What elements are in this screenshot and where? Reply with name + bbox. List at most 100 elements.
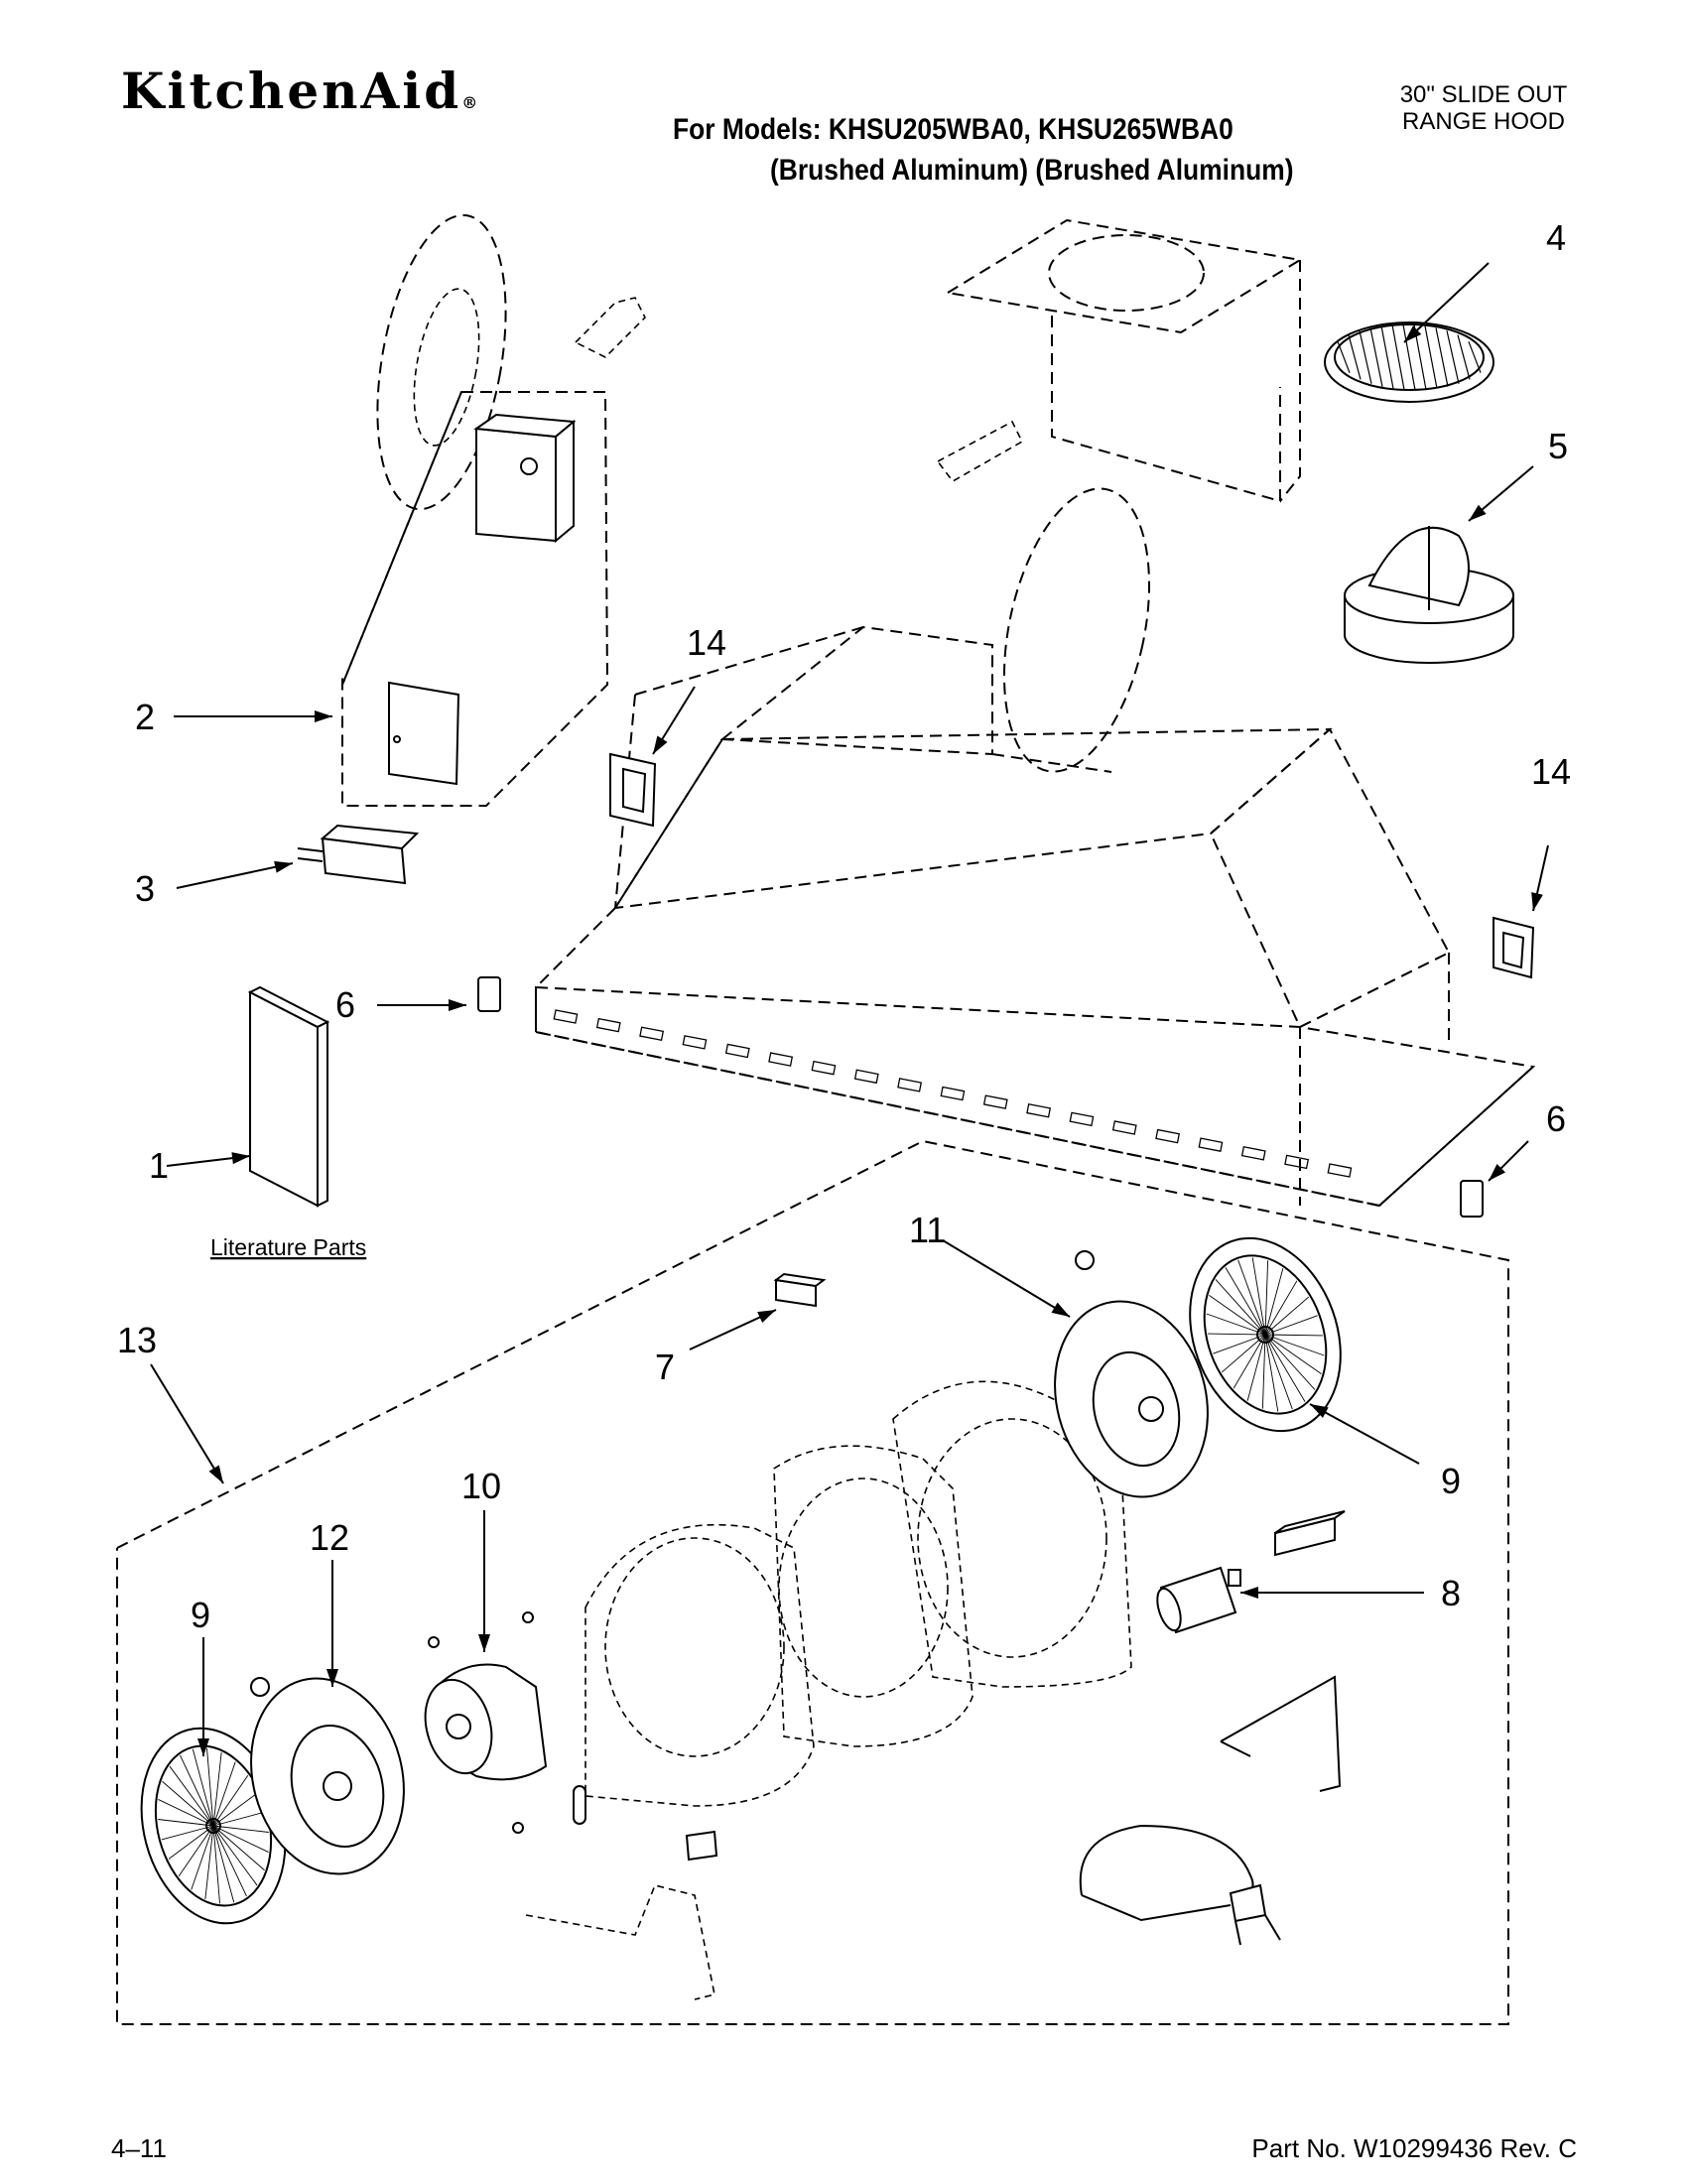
vent-slot [1327, 1163, 1353, 1178]
grille-spoke [168, 1825, 214, 1860]
screw-3 [512, 1822, 524, 1834]
grille-spoke [1264, 1334, 1323, 1337]
switch-right [1493, 916, 1535, 979]
arrowhead [1240, 1587, 1258, 1599]
vent-slot [1069, 1111, 1095, 1127]
grille-spoke [1246, 1334, 1266, 1401]
callout-2: 2 [135, 697, 155, 737]
vent-slot [553, 1009, 579, 1024]
screw-2 [522, 1611, 534, 1623]
arrowhead [1531, 892, 1543, 911]
arrowhead [1489, 1164, 1505, 1181]
vent-slot [982, 1094, 1008, 1109]
leader-lines [150, 262, 1549, 1756]
grille-bar [1424, 325, 1438, 389]
arrowheads [197, 325, 1543, 1756]
grille-spoke [169, 1765, 214, 1827]
grille-spoke [204, 1825, 214, 1899]
grille-spoke [1233, 1334, 1266, 1389]
hood-body [535, 218, 1536, 1208]
grille-spoke [212, 1825, 247, 1897]
grille-spoke [212, 1825, 220, 1904]
grille-spoke [1215, 1279, 1266, 1336]
models-line: For Models: KHSU205WBA0, KHSU265WBA0 [673, 113, 1234, 146]
callout-10: 10 [461, 1466, 501, 1506]
callout-9-left: 9 [191, 1595, 210, 1635]
screw-1 [428, 1636, 440, 1648]
grille-spoke [212, 1792, 259, 1827]
grille-spoke [178, 1825, 214, 1876]
clip-right [1460, 1180, 1484, 1218]
transformer [297, 824, 420, 885]
grille-spoke [191, 1825, 214, 1890]
grille-spoke [212, 1825, 258, 1886]
literature-booklet [247, 985, 330, 1208]
vent-slot [724, 1043, 750, 1059]
arrowhead [315, 710, 332, 722]
arrowhead [197, 1738, 209, 1756]
callout-11: 11 [909, 1210, 946, 1250]
nut-right [1075, 1250, 1095, 1270]
power-cord [1079, 1824, 1281, 1946]
finish-line: (Brushed Aluminum) (Brushed Aluminum) [770, 154, 1294, 187]
grille-spoke [1264, 1334, 1306, 1402]
grille-spoke [158, 1819, 214, 1827]
grille-bar [1369, 327, 1383, 387]
grille [1324, 321, 1494, 403]
blower-wheel-right [1054, 1300, 1209, 1498]
switch-left [609, 752, 657, 828]
blower-wheel-left [250, 1677, 405, 1875]
grille-spoke [212, 1825, 269, 1853]
arrowhead [1469, 504, 1487, 521]
arrowhead [449, 999, 466, 1011]
grille-spoke [1264, 1315, 1318, 1336]
arrowhead [478, 1634, 490, 1652]
grille-spoke [1225, 1267, 1266, 1336]
blower-grille-right [1189, 1236, 1342, 1433]
grille-spoke [1264, 1334, 1316, 1390]
grille-bar [1348, 334, 1362, 380]
grille-spoke [1264, 1280, 1298, 1336]
grille-spoke [1209, 1295, 1266, 1336]
vent-slot [1026, 1102, 1052, 1118]
arrowhead [1310, 1404, 1329, 1418]
vent-slot [940, 1086, 966, 1101]
callout-4: 4 [1546, 217, 1566, 258]
grille-spoke [1264, 1260, 1269, 1336]
arrowhead [1404, 325, 1422, 342]
blower-housings [584, 1380, 1132, 1807]
callout-8: 8 [1441, 1573, 1461, 1613]
callout-14-left: 14 [687, 622, 726, 663]
terminal-block [1274, 1510, 1346, 1557]
grille-bar [1446, 330, 1460, 384]
grille-spoke [192, 1748, 214, 1827]
vent-slot [897, 1078, 923, 1092]
blower-grille-left [140, 1727, 287, 1925]
mounting-bracket-top [575, 297, 1024, 483]
grille-spoke [212, 1825, 235, 1903]
arrowhead [274, 860, 293, 873]
grille-spoke [212, 1825, 269, 1833]
callout-1: 1 [149, 1145, 169, 1186]
grille-bar [1468, 341, 1482, 373]
arrowhead [326, 1669, 338, 1687]
grille-spoke [1213, 1334, 1266, 1354]
cord-bracket [1220, 1675, 1342, 1792]
grille-spoke [1264, 1334, 1293, 1410]
callout-6-left: 6 [335, 984, 355, 1025]
arrowhead [231, 1152, 250, 1165]
grille-spoke [1261, 1334, 1266, 1409]
capacitor [1156, 1566, 1241, 1634]
callout-9-right: 9 [1441, 1461, 1461, 1501]
vent-slot [682, 1035, 708, 1050]
grille-spoke [1264, 1334, 1322, 1374]
grille-spoke [1221, 1334, 1266, 1373]
vent-slot [768, 1052, 794, 1067]
clip-left [477, 976, 501, 1012]
vent-slot [853, 1069, 879, 1085]
grille-bar [1457, 334, 1471, 380]
grille-spoke [1264, 1296, 1310, 1336]
vent-slot [1284, 1154, 1310, 1170]
